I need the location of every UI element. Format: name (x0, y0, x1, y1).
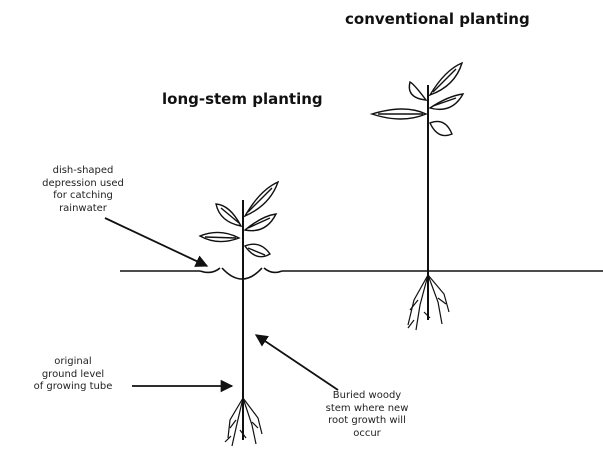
depression-annotation: dish-shaped depression used for catching… (28, 165, 138, 215)
conventional-leaves (372, 63, 463, 136)
conventional-roots (408, 275, 449, 330)
depression-annotation-line: rainwater (28, 203, 138, 216)
depression-arrow (105, 218, 207, 266)
long-stem-roots (225, 398, 262, 446)
buried-stem-annotation-line: occur (302, 428, 432, 441)
original-ground-annotation-line: ground level (18, 369, 128, 382)
original-ground-annotation: original ground level of growing tube (18, 356, 128, 394)
depression-annotation-line: depression used (28, 178, 138, 191)
buried-stem-annotation: Buried woody stem where new root growth … (302, 390, 432, 440)
long-stem-plant (200, 182, 278, 446)
ground-line (120, 268, 603, 279)
depression-annotation-line: dish-shaped (28, 165, 138, 178)
original-ground-annotation-line: original (18, 356, 128, 369)
pointer-arrows (105, 218, 338, 390)
original-ground-annotation-line: of growing tube (18, 381, 128, 394)
depression-annotation-line: for catching (28, 190, 138, 203)
buried-stem-annotation-line: stem where new (302, 403, 432, 416)
conventional-planting-title: conventional planting (345, 10, 530, 28)
long-stem-planting-title: long-stem planting (162, 90, 323, 108)
conventional-plant (372, 63, 463, 330)
long-stem-leaves (200, 182, 278, 257)
buried-stem-arrow (256, 335, 338, 390)
buried-stem-annotation-line: root growth will (302, 415, 432, 428)
buried-stem-annotation-line: Buried woody (302, 390, 432, 403)
